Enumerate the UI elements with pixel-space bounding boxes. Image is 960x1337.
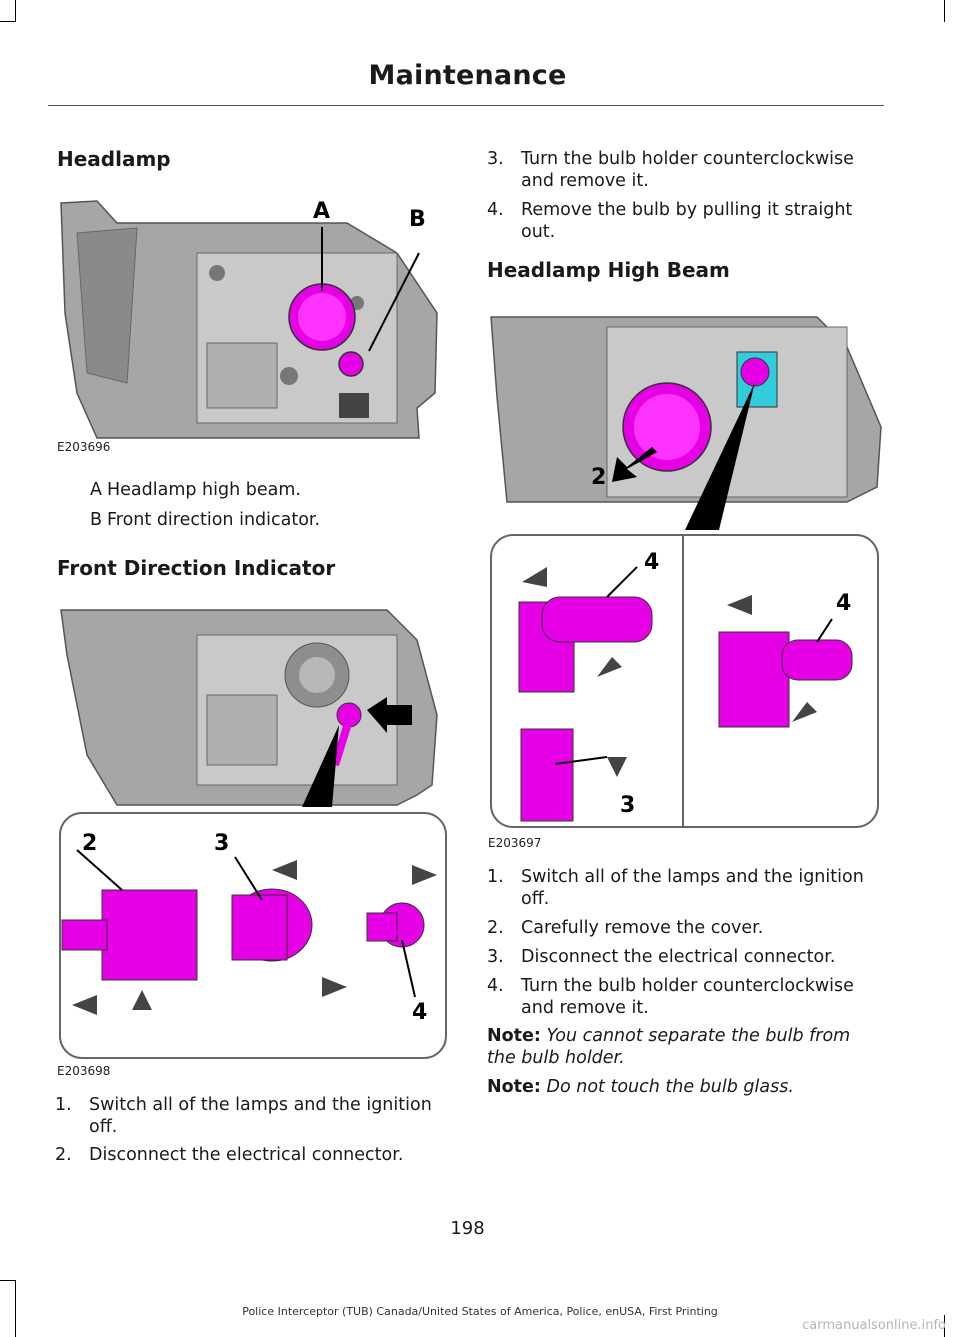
step-text: Switch all of the lamps and the ignition…: [521, 867, 864, 909]
step-item: 2. Disconnect the electrical connector.: [55, 1144, 450, 1166]
note-label: Note:: [487, 1077, 541, 1097]
legend-key: B: [90, 510, 103, 530]
callout-A: A: [313, 199, 330, 224]
crop-mark-top-right-v: [944, 0, 945, 22]
note-text: You cannot separate the bulb from the bu…: [487, 1026, 851, 1068]
step-number: 4.: [487, 200, 504, 220]
step-item: 1. Switch all of the lamps and the ignit…: [487, 866, 882, 910]
headlamp-heading: Headlamp: [57, 147, 171, 171]
legend-key: A: [90, 480, 102, 500]
footer-text: Police Interceptor (TUB) Canada/United S…: [242, 1305, 718, 1318]
callout-4: 4: [644, 550, 659, 575]
legend-row: B Front direction indicator.: [57, 510, 320, 530]
crop-mark-top-left-h: [0, 21, 16, 22]
step-item: 1. Switch all of the lamps and the ignit…: [55, 1094, 450, 1138]
figure-id: E203697: [488, 836, 542, 850]
step-item: 4. Remove the bulb by pulling it straigh…: [487, 199, 882, 243]
note: Note: You cannot separate the bulb from …: [487, 1025, 882, 1069]
callout-4: 4: [412, 1000, 427, 1025]
front-direction-heading: Front Direction Indicator: [57, 556, 336, 580]
note-label: Note:: [487, 1026, 541, 1046]
callout-3: 3: [620, 793, 635, 818]
step-number: 3.: [487, 149, 504, 169]
step-number: 1.: [55, 1095, 72, 1115]
legend-text: Headlamp high beam.: [107, 480, 301, 500]
high-beam-figure: 2 4 4 3: [490, 316, 882, 828]
step-text: Switch all of the lamps and the ignition…: [89, 1095, 432, 1137]
callout-4: 4: [836, 591, 851, 616]
headlamp-figure: A B: [60, 199, 438, 439]
step-number: 4.: [487, 976, 504, 996]
step-item: 2. Carefully remove the cover.: [487, 917, 882, 939]
note-text: Do not touch the bulb glass.: [546, 1077, 794, 1097]
step-item: 3. Disconnect the electrical connector.: [487, 946, 882, 968]
step-item: 3. Turn the bulb holder counterclockwise…: [487, 148, 882, 192]
crop-mark-bottom-right-v: [944, 1315, 945, 1337]
step-text: Turn the bulb holder counterclockwise an…: [521, 149, 854, 191]
step-text: Turn the bulb holder counterclockwise an…: [521, 976, 854, 1018]
watermark: carmanualsonline.info: [802, 1318, 946, 1333]
step-text: Carefully remove the cover.: [521, 918, 764, 938]
note: Note: Do not touch the bulb glass.: [487, 1076, 882, 1098]
callout-3: 3: [214, 831, 229, 856]
callout-B: B: [409, 207, 426, 232]
step-text: Disconnect the electrical connector.: [89, 1145, 404, 1165]
crop-mark-top-left-v: [15, 0, 16, 22]
legend-row: A Headlamp high beam.: [57, 480, 301, 500]
figure-id: E203698: [57, 1064, 111, 1078]
step-text: Remove the bulb by pulling it straight o…: [521, 200, 853, 242]
callout-2: 2: [591, 465, 606, 490]
page-title: Maintenance: [368, 60, 567, 91]
legend-text: Front direction indicator.: [107, 510, 321, 530]
step-item: 4. Turn the bulb holder counterclockwise…: [487, 975, 882, 1019]
crop-mark-bottom-left-h: [0, 1280, 16, 1281]
step-number: 2.: [55, 1145, 72, 1165]
front-direction-figure: 2 3 4: [59, 609, 447, 1059]
high-beam-heading: Headlamp High Beam: [487, 258, 730, 282]
header-divider: [48, 105, 884, 106]
page-number: 198: [450, 1218, 485, 1239]
callout-2: 2: [82, 831, 97, 856]
crop-mark-bottom-left-v: [15, 1280, 16, 1337]
figure-id: E203696: [57, 440, 111, 454]
step-number: 1.: [487, 867, 504, 887]
step-number: 2.: [487, 918, 504, 938]
step-text: Disconnect the electrical connector.: [521, 947, 836, 967]
step-number: 3.: [487, 947, 504, 967]
